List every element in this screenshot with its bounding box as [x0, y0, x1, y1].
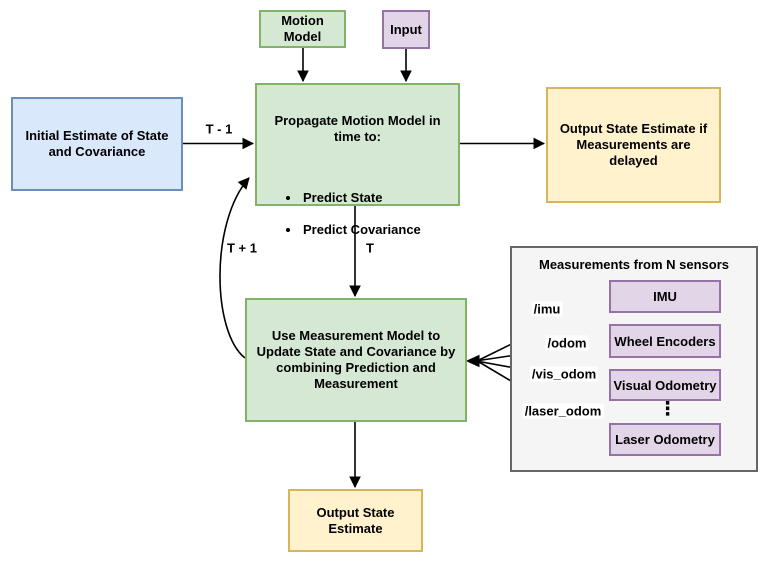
output-state-estimate-box: Output State Estimate — [288, 489, 423, 552]
propagate-motion-model-box: Propagate Motion Model in time to: Predi… — [255, 83, 460, 237]
edge-label-t-minus-1: T - 1 — [203, 121, 235, 137]
initial-estimate-box: Initial Estimate of State and Covariance — [11, 97, 183, 191]
output-delayed-box: Output State Estimate if Measurements ar… — [546, 87, 721, 203]
sensor-wheel-encoders-box: Wheel Encoders — [609, 324, 721, 358]
bullet-predict-state: Predict State — [301, 190, 458, 206]
sensors-ellipsis: ⋮ — [658, 399, 677, 420]
sensors-panel: Measurements from N sensors IMU Wheel En… — [510, 246, 758, 472]
arrow-update-loop-to-propagate — [219, 178, 249, 359]
sensor-imu-box: IMU — [609, 280, 721, 313]
topic-label-vis-odom: /vis_odom — [529, 366, 599, 382]
sensor-laser-odometry-box: Laser Odometry — [609, 423, 721, 456]
topic-label-imu: /imu — [531, 301, 563, 317]
arrowhead-sensors-to-update — [465, 354, 480, 368]
sensors-panel-title: Measurements from N sensors — [538, 257, 729, 272]
motion-model-box: Motion Model — [259, 10, 346, 48]
edge-label-t: T — [364, 240, 376, 256]
sensor-visual-odometry-box: Visual Odometry — [609, 369, 721, 401]
measurement-update-box: Use Measurement Model to Update State an… — [245, 298, 467, 422]
topic-label-odom: /odom — [545, 335, 589, 351]
edge-label-t-plus-1: T + 1 — [225, 240, 259, 256]
propagate-bullet-list: Predict State Predict Covariance — [257, 174, 458, 253]
input-box: Input — [382, 10, 430, 49]
topic-label-laser-odom: /laser_odom — [522, 403, 604, 419]
bullet-predict-covariance: Predict Covariance — [301, 222, 458, 238]
propagate-title: Propagate Motion Model in time to: — [274, 112, 441, 144]
